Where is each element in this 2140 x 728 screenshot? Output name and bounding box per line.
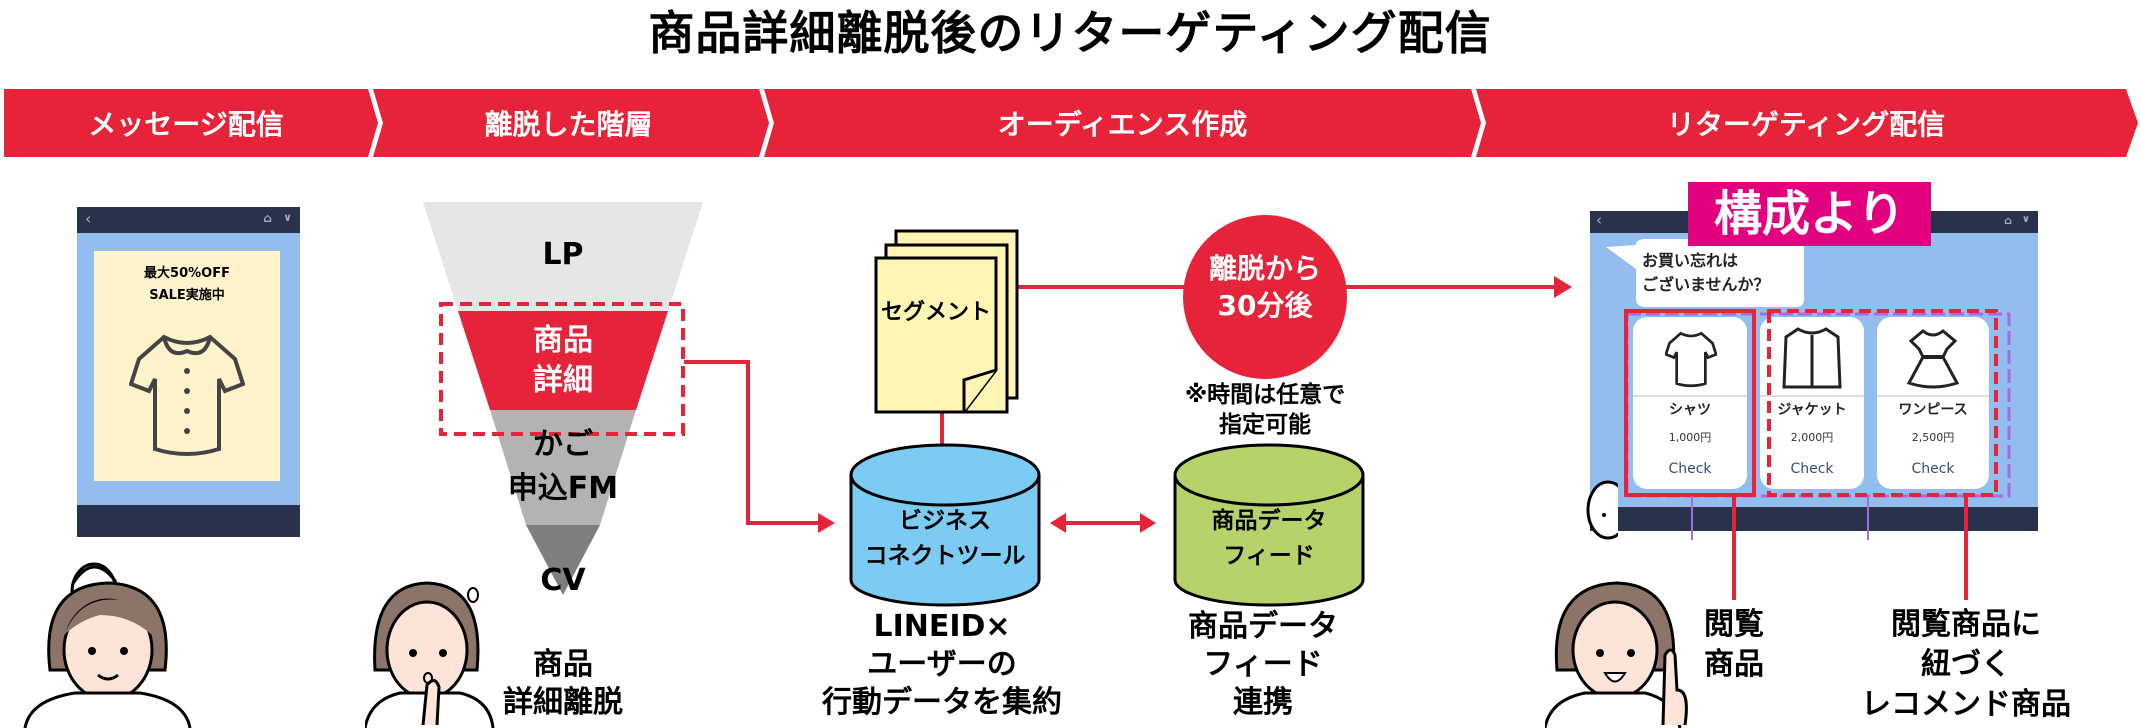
sale-text: 最大50%OFF [144, 266, 230, 281]
funnel-level-cart [490, 410, 636, 525]
product-name: ジャケット [1777, 402, 1847, 418]
viewed-highlight [1624, 309, 1756, 497]
product-name: ワンピース [1898, 402, 1968, 418]
step-shape [1476, 89, 2138, 157]
recommend-highlight [1767, 309, 1998, 497]
funnel-chart [423, 202, 703, 595]
audience-caption: ユーザーの [867, 647, 1017, 682]
step-audience: オーディエンス作成 [997, 108, 1248, 141]
database-label: ビジネス [899, 508, 991, 534]
product-card-jacket[interactable]: ジャケット 2,000円 Check [1760, 317, 1864, 489]
chevron-down-icon[interactable]: ∨ [2021, 214, 2030, 225]
recommend-caption: レコメンド商品 [1861, 687, 2071, 722]
funnel-label-cart: 申込FM [507, 471, 619, 506]
funnel-caption: 商品 [533, 647, 593, 682]
arrow-right-icon [818, 513, 835, 533]
product-card-dress[interactable]: ワンピース 2,500円 Check [1877, 317, 1989, 489]
phone-footer [1590, 507, 2038, 531]
woman-smiling-icon [23, 581, 192, 728]
funnel-caption: 詳細離脱 [503, 685, 623, 720]
timing-text: 30分後 [1217, 289, 1313, 322]
database-icon [849, 443, 1041, 607]
step-shape [373, 89, 769, 157]
phone-footer [77, 505, 300, 537]
funnel-label-detail: 詳細 [533, 363, 593, 398]
segment-label: セグメント [880, 300, 991, 325]
funnel-label-detail: 商品 [533, 323, 593, 358]
step-funnel: 離脱した階層 [484, 108, 653, 141]
user-avatar-icon [1586, 480, 1618, 540]
audience-caption: 行動データを集約 [822, 685, 1062, 720]
step-retarget: リターゲティング配信 [1666, 108, 1946, 141]
product-name: シャツ [1669, 402, 1711, 418]
funnel-level-detail [458, 311, 668, 410]
product-price: 2,000円 [1790, 431, 1834, 444]
database-label: コネクトツール [864, 543, 1026, 569]
audience-caption: LINEID× [873, 609, 1011, 644]
sale-text: SALE実施中 [149, 288, 225, 303]
home-icon[interactable]: ⌂ [263, 211, 272, 225]
timing-note: 指定可能 [1219, 412, 1311, 438]
funnel-label-cart: かご [533, 427, 593, 462]
carousel-outline [1625, 312, 2011, 498]
source-badge: 構成より [1688, 182, 1931, 246]
segment-document-icon [874, 229, 1019, 414]
arrow-left-icon [1050, 513, 1066, 533]
dropout-highlight [439, 302, 685, 436]
chevron-down-icon[interactable]: ∨ [283, 211, 292, 224]
timing-text: 離脱から [1208, 252, 1321, 285]
arrow-right-icon [1140, 513, 1156, 533]
timing-badge [1183, 215, 1347, 379]
recommend-caption: 閲覧商品に [1891, 607, 2041, 642]
shirt-icon [1665, 331, 1717, 388]
timing-note: ※時間は任意で [1184, 382, 1346, 408]
funnel-label-lp: LP [542, 237, 584, 272]
product-card-shirt[interactable]: シャツ 1,000円 Check [1633, 317, 1747, 489]
woman-pointing-icon [1545, 581, 1688, 728]
database-icon [1173, 443, 1365, 607]
connector-line [684, 360, 822, 525]
jacket-icon [1782, 327, 1842, 389]
page-title: 商品詳細離脱後のリターゲティング配信 [648, 6, 1492, 60]
step-shape [4, 89, 378, 157]
viewed-caption: 商品 [1704, 647, 1764, 682]
sale-card[interactable]: 最大50%OFF SALE実施中 [94, 251, 280, 481]
phone-header: ‹ ⌂ ∨ [77, 207, 300, 233]
speech-bubble [1606, 239, 1804, 307]
funnel-label-cv: CV [540, 563, 586, 598]
phone-message: ‹ ⌂ ∨ 最大50%OFF SALE実施中 [77, 207, 300, 537]
step-message: メッセージ配信 [88, 108, 284, 141]
funnel-level-cv [526, 525, 600, 595]
bubble-text: お買い忘れは [1642, 251, 1739, 270]
check-button[interactable]: Check [1911, 461, 1955, 477]
check-button[interactable]: Check [1668, 461, 1712, 477]
step-band [4, 89, 2138, 157]
product-price: 1,000円 [1668, 431, 1712, 444]
home-icon[interactable]: ⌂ [2004, 214, 2012, 227]
feed-caption: フィード [1203, 647, 1323, 682]
recommend-caption: 紐づく [1921, 647, 2011, 682]
step-shape [764, 89, 1481, 157]
bubble-text: ございませんか？ [1642, 275, 1770, 294]
funnel-level-lp [423, 202, 703, 311]
database-label: フィード [1223, 543, 1315, 569]
check-button[interactable]: Check [1790, 461, 1834, 477]
arrow-right-icon [1554, 276, 1572, 298]
dress-icon [1906, 329, 1960, 389]
woman-thinking-icon [365, 581, 495, 728]
product-price: 2,500円 [1911, 431, 1955, 444]
chevron-left-icon[interactable]: ‹ [85, 209, 92, 228]
chevron-left-icon[interactable]: ‹ [1596, 211, 1602, 229]
feed-caption: 連携 [1233, 685, 1293, 720]
shirt-icon [129, 334, 245, 456]
database-label: 商品データ [1211, 508, 1327, 534]
viewed-caption: 閲覧 [1704, 607, 1764, 642]
feed-caption: 商品データ [1188, 609, 1338, 644]
